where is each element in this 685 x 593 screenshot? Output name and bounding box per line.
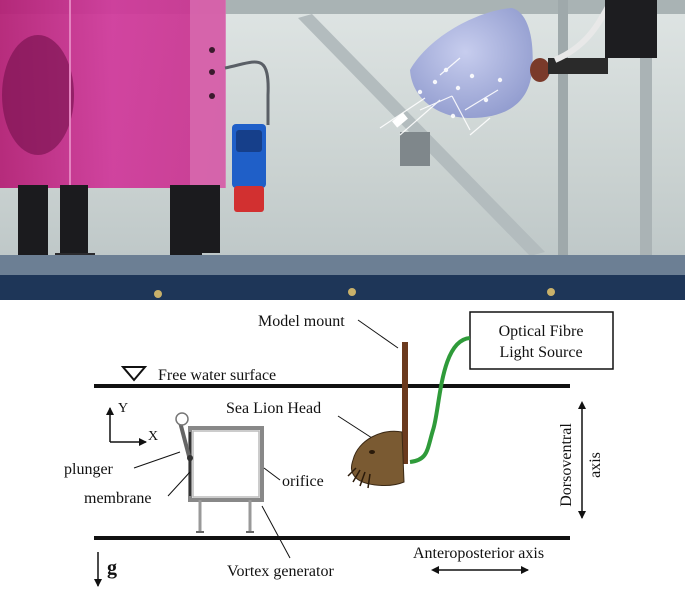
setup-schematic: Free water surface Model mount Optical F…: [0, 300, 685, 593]
axis-x-label: X: [148, 429, 158, 444]
vortex-generator-leader: [262, 506, 290, 558]
membrane-label: membrane: [84, 490, 152, 507]
optical-fibre-cable: [410, 338, 470, 462]
experiment-photo: [0, 0, 685, 300]
sea-lion-head: [348, 431, 404, 488]
free-surface-symbol: [123, 367, 145, 380]
sea-lion-head-leader: [338, 416, 372, 438]
membrane-leader: [168, 472, 190, 496]
orifice-leader: [264, 468, 280, 480]
gravity-label: g: [107, 557, 117, 579]
dorsoventral-label-line1: Dorsoventral: [558, 423, 575, 507]
model-mount-label: Model mount: [258, 313, 345, 330]
power-socket: [232, 124, 266, 212]
light-source-label-line2: Light Source: [499, 344, 582, 361]
sea-lion-head-label: Sea Lion Head: [226, 400, 321, 417]
orifice-label: orifice: [282, 473, 324, 490]
axis-y-label: Y: [118, 401, 128, 416]
anteroposterior-label: Anteroposterior axis: [413, 545, 544, 562]
vortex-generator-label: Vortex generator: [227, 563, 334, 580]
plunger-leader: [134, 452, 180, 468]
free-surface-label: Free water surface: [158, 367, 276, 384]
plunger-label: plunger: [64, 461, 114, 478]
light-source-label-line1: Optical Fibre: [499, 323, 584, 340]
dorsoventral-label-line2: axis: [587, 452, 604, 478]
model-mount-leader: [358, 320, 398, 348]
